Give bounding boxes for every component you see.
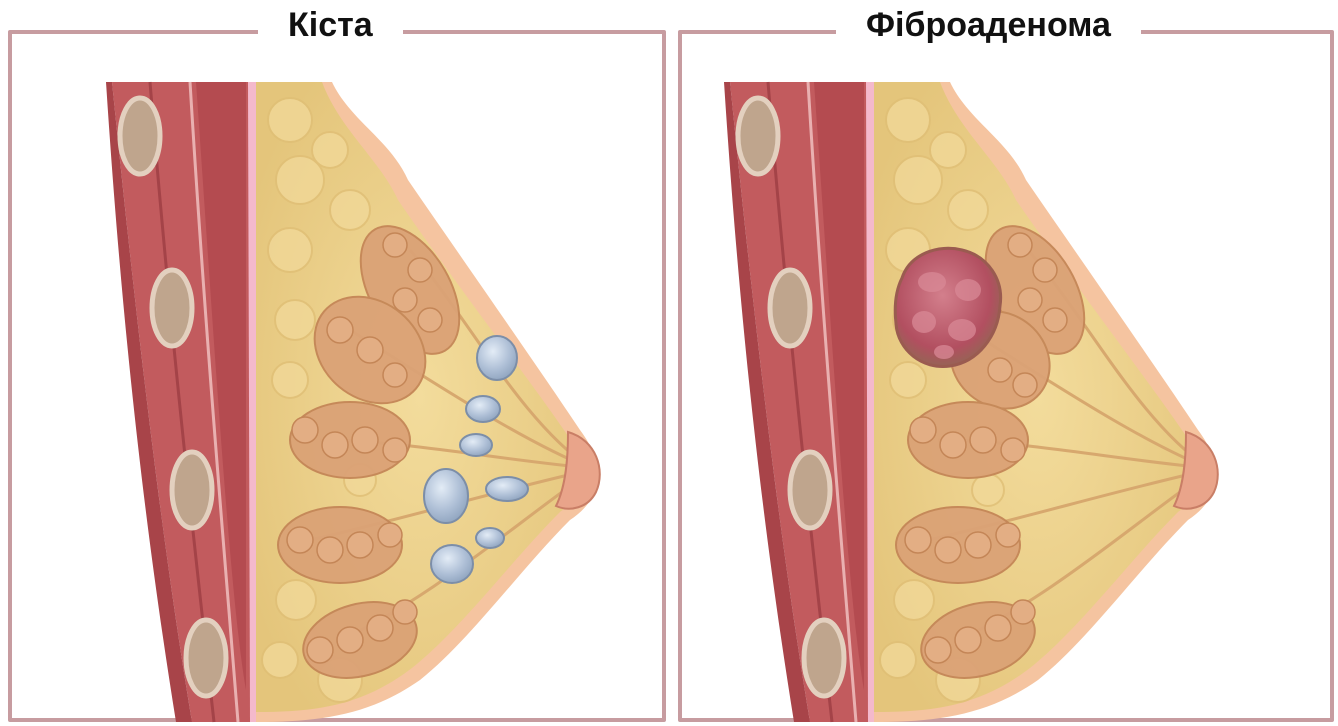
chest-wall-muscle [724, 82, 880, 722]
fibroadenoma-panel: Фіброаденома [670, 0, 1338, 726]
fibroadenoma-illustration [670, 0, 1338, 726]
cyst-panel: Кіста [0, 0, 670, 726]
chest-wall-muscle [106, 82, 262, 722]
cyst-illustration [0, 0, 670, 726]
